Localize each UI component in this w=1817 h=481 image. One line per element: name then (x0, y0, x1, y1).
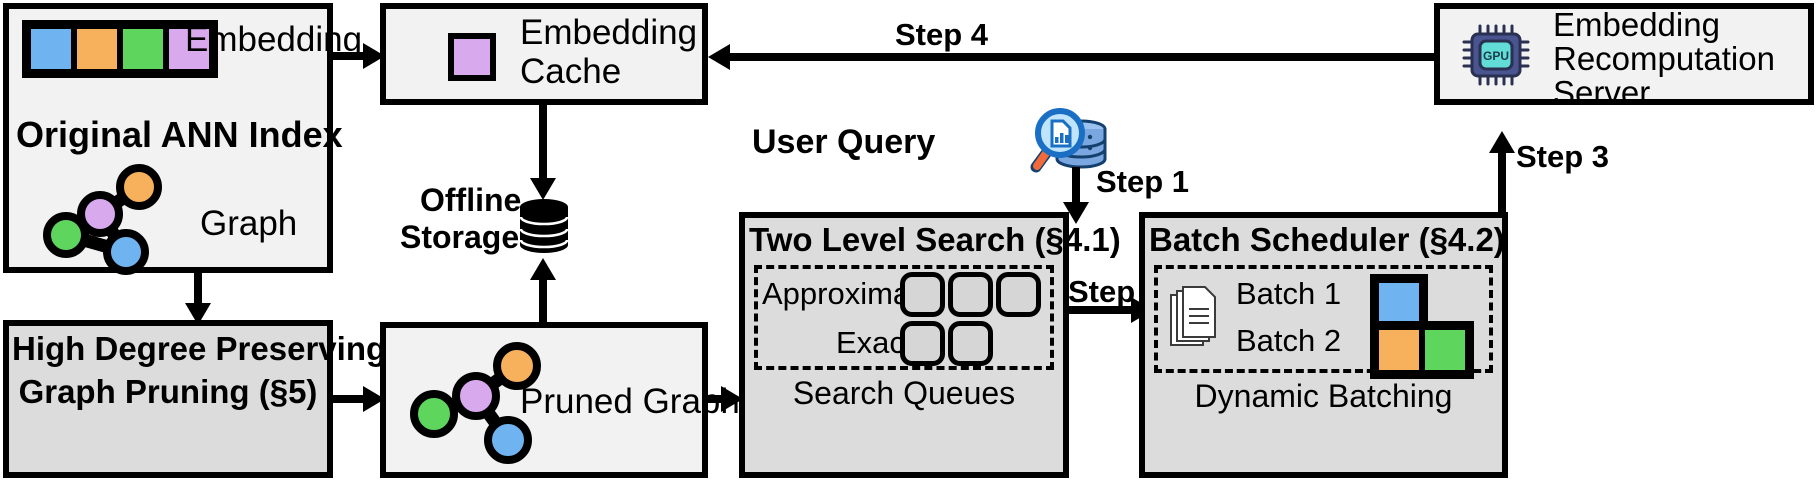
pruned-graph-box (380, 322, 708, 478)
arrow-pruning-to-pruned-head (363, 386, 385, 412)
graph-pruning-title-line2: Graph Pruning (§5) (18, 373, 318, 410)
step-1-label: Step 1 (1096, 164, 1190, 199)
pruned-graph-figure (404, 334, 564, 466)
arrow-pruned-to-storage-head (530, 258, 556, 280)
arrow-scheduler-to-server-head (1489, 131, 1515, 153)
step-4-label: Step 4 (895, 17, 989, 52)
embedding-cache-label-line2: Cache (520, 52, 622, 91)
arrow-index-to-pruning-head (185, 303, 211, 325)
embedding-cache-chip-icon (448, 33, 496, 81)
queue-cell (948, 272, 993, 317)
arrow-cache-to-storage-head (530, 178, 556, 200)
batch-chip-green (1422, 327, 1468, 373)
gpu-chip-icon: GPU (1462, 24, 1530, 86)
queue-cell (900, 321, 945, 366)
batch-2-label: Batch 2 (1236, 323, 1342, 358)
arrow-pruned-to-storage-line (539, 268, 547, 326)
query-magnifier-database-icon (1027, 101, 1109, 179)
arrow-server-to-cache-head (708, 44, 730, 70)
step-3-label: Step 3 (1516, 139, 1610, 174)
pruned-graph-label: Pruned Graph (520, 382, 740, 421)
embedding-chip-orange (74, 26, 120, 72)
embedding-chip-purple (166, 26, 212, 72)
user-query-label: User Query (752, 123, 936, 161)
embedding-label: Embedding (185, 20, 363, 59)
embedding-chip-blue (28, 26, 74, 72)
gpu-icon-text: GPU (1483, 49, 1509, 63)
dynamic-batching-footer: Dynamic Batching (1194, 378, 1453, 414)
arrow-pruned-to-search-head (721, 386, 743, 412)
graph-label: Graph (200, 204, 298, 243)
arrow-query-to-search-line (1072, 167, 1080, 209)
arrow-server-to-cache-line (730, 53, 1434, 61)
arrow-query-to-search-head (1063, 202, 1089, 224)
original-ann-index-title: Original ANN Index (16, 114, 343, 155)
batch-1-label: Batch 1 (1236, 276, 1342, 311)
recomputation-server-line3: Server (1553, 74, 1651, 111)
offline-storage-label-line1: Offline (420, 182, 522, 218)
batch-chip-blue (1376, 280, 1422, 326)
documents-stack-icon (1168, 285, 1222, 351)
offline-storage-label-line2: Storage (400, 219, 520, 255)
arrow-index-to-cache-line (333, 52, 371, 60)
two-level-search-title: Two Level Search (§4.1) (749, 221, 1121, 258)
queue-cell (996, 272, 1041, 317)
embedding-cache-label-line1: Embedding (520, 13, 698, 52)
approximate-queue-cells (900, 272, 1041, 317)
arrow-cache-to-storage-line (539, 105, 547, 181)
batch-2-chips (1370, 321, 1474, 379)
original-graph-figure (34, 163, 194, 275)
batch-chip-orange (1376, 327, 1422, 373)
arrow-pruning-to-pruned-line (333, 395, 371, 403)
arrow-index-to-cache-head (363, 43, 385, 69)
embedding-cache-box (380, 3, 708, 105)
graph-pruning-box (3, 320, 333, 478)
search-queues-dashed-group (754, 265, 1054, 370)
arrow-index-to-pruning-line (194, 273, 202, 309)
arrow-search-to-scheduler-line (1069, 306, 1141, 314)
two-level-search-box (739, 212, 1069, 478)
graph-pruning-title-line1: High Degree Preserving (12, 330, 387, 367)
database-cylinder-icon (519, 198, 569, 254)
batch-scheduler-title: Batch Scheduler (§4.2) (1149, 221, 1505, 258)
embedding-chip-green (120, 26, 166, 72)
recomputation-server-line1: Embedding (1553, 6, 1720, 43)
recomputation-server-line2: Recomputation (1553, 40, 1775, 77)
exact-queue-cells (900, 321, 993, 366)
dynamic-batching-dashed-group (1154, 265, 1493, 373)
arrow-scheduler-to-server-line (1498, 142, 1506, 212)
search-queues-footer: Search Queues (792, 375, 1016, 411)
queue-cell (948, 321, 993, 366)
queue-cell (900, 272, 945, 317)
embedding-chip-strip (22, 20, 218, 78)
